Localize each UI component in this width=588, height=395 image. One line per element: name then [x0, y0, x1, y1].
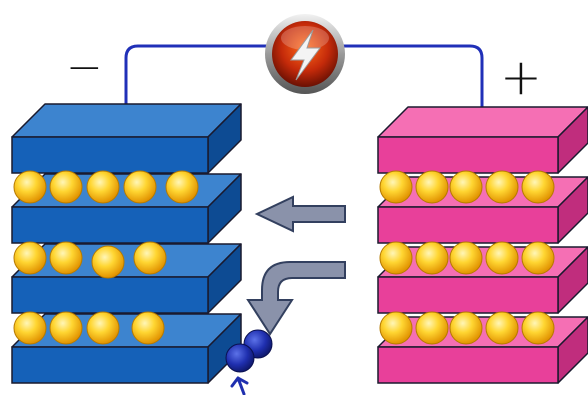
lithium-ion	[521, 241, 555, 275]
lithium-ion	[415, 241, 449, 275]
lithium-ion	[86, 170, 120, 204]
lithium-ion	[165, 170, 199, 204]
lithium-ion	[91, 245, 125, 279]
cathode-ions	[379, 170, 555, 345]
electrode-plate	[377, 106, 588, 174]
lithium-ion	[379, 311, 413, 345]
positive-terminal-label: +	[500, 48, 542, 106]
lithium-ion	[49, 241, 83, 275]
anode-ions	[13, 170, 199, 345]
lithium-ion	[13, 311, 47, 345]
lithium-ion	[415, 311, 449, 345]
electrode-plate	[11, 103, 242, 174]
anode-stack	[11, 103, 242, 384]
lithium-ion	[49, 311, 83, 345]
lithium-ion	[133, 241, 167, 275]
lithium-ion	[13, 170, 47, 204]
electron-arrow	[230, 376, 249, 395]
lithium-ion	[449, 311, 483, 345]
lithium-ion	[123, 170, 157, 204]
lithium-ion	[485, 241, 519, 275]
lithium-ion	[449, 241, 483, 275]
lithium-ion	[449, 170, 483, 204]
lithium-ion	[521, 170, 555, 204]
lithium-ion	[485, 311, 519, 345]
negative-terminal-label: −	[66, 42, 103, 93]
ion-flow-arrow	[254, 195, 346, 233]
lightning-bolt-icon	[265, 14, 345, 94]
lithium-ion	[13, 241, 47, 275]
lithium-ion	[86, 311, 120, 345]
lithium-ion	[485, 170, 519, 204]
electron-particles	[225, 329, 273, 373]
lithium-ion	[521, 311, 555, 345]
electrode-plate	[11, 243, 242, 314]
lithium-ion	[131, 311, 165, 345]
electrode-plate	[11, 313, 242, 384]
lithium-ion	[379, 241, 413, 275]
lithium-ion	[49, 170, 83, 204]
lithium-ion	[415, 170, 449, 204]
electron	[225, 343, 255, 373]
lithium-ion	[379, 170, 413, 204]
curved-flow-arrow	[246, 261, 346, 336]
cathode-stack	[377, 106, 588, 384]
